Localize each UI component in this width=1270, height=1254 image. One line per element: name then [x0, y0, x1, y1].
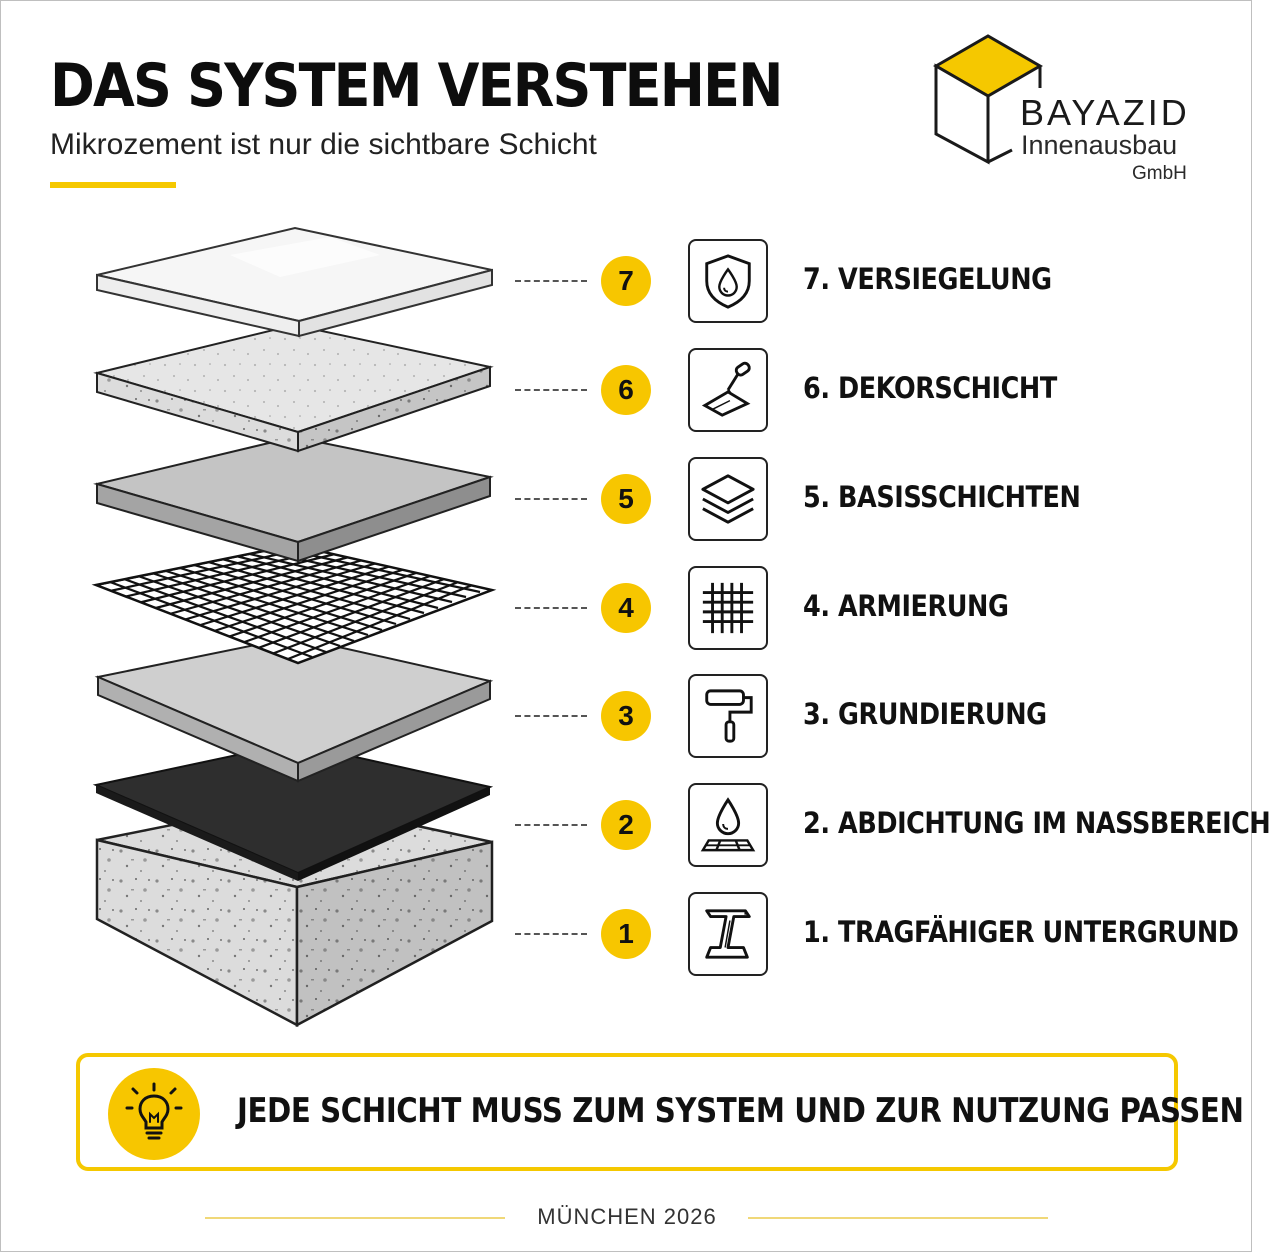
layer-label: 7. VERSIEGELUNG: [803, 262, 1052, 296]
layer-4-reinforcement-mesh: [91, 543, 497, 665]
layer-label: 4. ARMIERUNG: [803, 589, 1009, 623]
tip-text: JEDE SCHICHT MUSS ZUM SYSTEM UND ZUR NUT…: [237, 1091, 1244, 1131]
layer-label: 3. GRUNDIERUNG: [803, 697, 1047, 731]
brand-legal-form: GmbH: [1132, 163, 1187, 184]
layer-label: 2. ABDICHTUNG IM NASSBEREICH: [803, 806, 1270, 840]
paint-roller-icon: [705, 689, 753, 743]
icon-tile: [688, 674, 768, 758]
layers-icon: [701, 474, 755, 524]
icon-tile: [688, 892, 768, 976]
layer-label: 5. BASISSCHICHTEN: [803, 480, 1081, 514]
footer-text: MÜNCHEN 2026: [537, 1204, 717, 1229]
layer-number-badge: 7: [601, 256, 651, 306]
layer-3-primer: [94, 635, 494, 783]
lightbulb-icon: [125, 1082, 183, 1140]
layer-row-4: 4 4. ARMIERUNG: [0, 563, 1254, 653]
brand-name: BAYAZID: [1020, 92, 1190, 133]
layer-7-sealing: [96, 226, 493, 338]
leader-line: [515, 498, 587, 500]
tip-icon-circle: [108, 1068, 200, 1160]
page-title: DAS SYSTEM VERSTEHEN: [50, 51, 783, 121]
brand-subtitle: Innenausbau: [1021, 130, 1178, 160]
layer-row-3: 3 3. GRUNDIERUNG: [0, 671, 1254, 761]
layer-6-decorative: [93, 323, 494, 453]
icon-tile: [688, 239, 768, 323]
title-underline: [50, 182, 176, 188]
leader-line: [515, 607, 587, 609]
layer-label: 6. DEKORSCHICHT: [803, 371, 1057, 405]
layer-number-badge: 3: [601, 691, 651, 741]
icon-tile: [688, 348, 768, 432]
page-subtitle: Mikrozement ist nur die sichtbare Schich…: [50, 128, 597, 161]
layer-row-1: 1 1. TRAGFÄHIGER UNTERGRUND: [0, 889, 1254, 979]
layer-number-badge: 2: [601, 800, 651, 850]
layer-stack-illustration: [91, 226, 497, 1028]
leader-line: [515, 715, 587, 717]
layer-row-5: 5 5. BASISSCHICHTEN: [0, 454, 1254, 544]
layer-row-6: 6 6. DEKORSCHICHT: [0, 345, 1254, 435]
footer-divider-right: [748, 1217, 1048, 1219]
layer-number-badge: 4: [601, 583, 651, 633]
tip-banner: [76, 1053, 1178, 1171]
cube-logo-icon: [932, 34, 1044, 165]
leader-line: [515, 824, 587, 826]
leader-line: [515, 933, 587, 935]
leader-line: [515, 280, 587, 282]
layer-number-badge: 1: [601, 909, 651, 959]
layer-row-2: 2 2. ABDICHTUNG IM NASSBEREICH: [0, 780, 1270, 870]
trowel-icon: [701, 361, 751, 417]
footer-divider-left: [205, 1217, 505, 1219]
mesh-grid-icon: [702, 582, 754, 634]
icon-tile: [688, 566, 768, 650]
layer-number-badge: 5: [601, 474, 651, 524]
layer-5-base-coats: [93, 435, 494, 563]
water-drop-tiles-icon: [700, 797, 756, 852]
icon-tile: [688, 457, 768, 541]
layer-number-badge: 6: [601, 365, 651, 415]
layer-row-7: 7 7. VERSIEGELUNG: [0, 236, 1254, 326]
shield-drop-icon: [705, 254, 751, 309]
icon-tile: [688, 783, 768, 867]
layer-label: 1. TRAGFÄHIGER UNTERGRUND: [803, 915, 1239, 949]
leader-line: [515, 389, 587, 391]
layer-2-waterproofing: [92, 741, 494, 881]
steel-beam-icon: [705, 909, 751, 959]
